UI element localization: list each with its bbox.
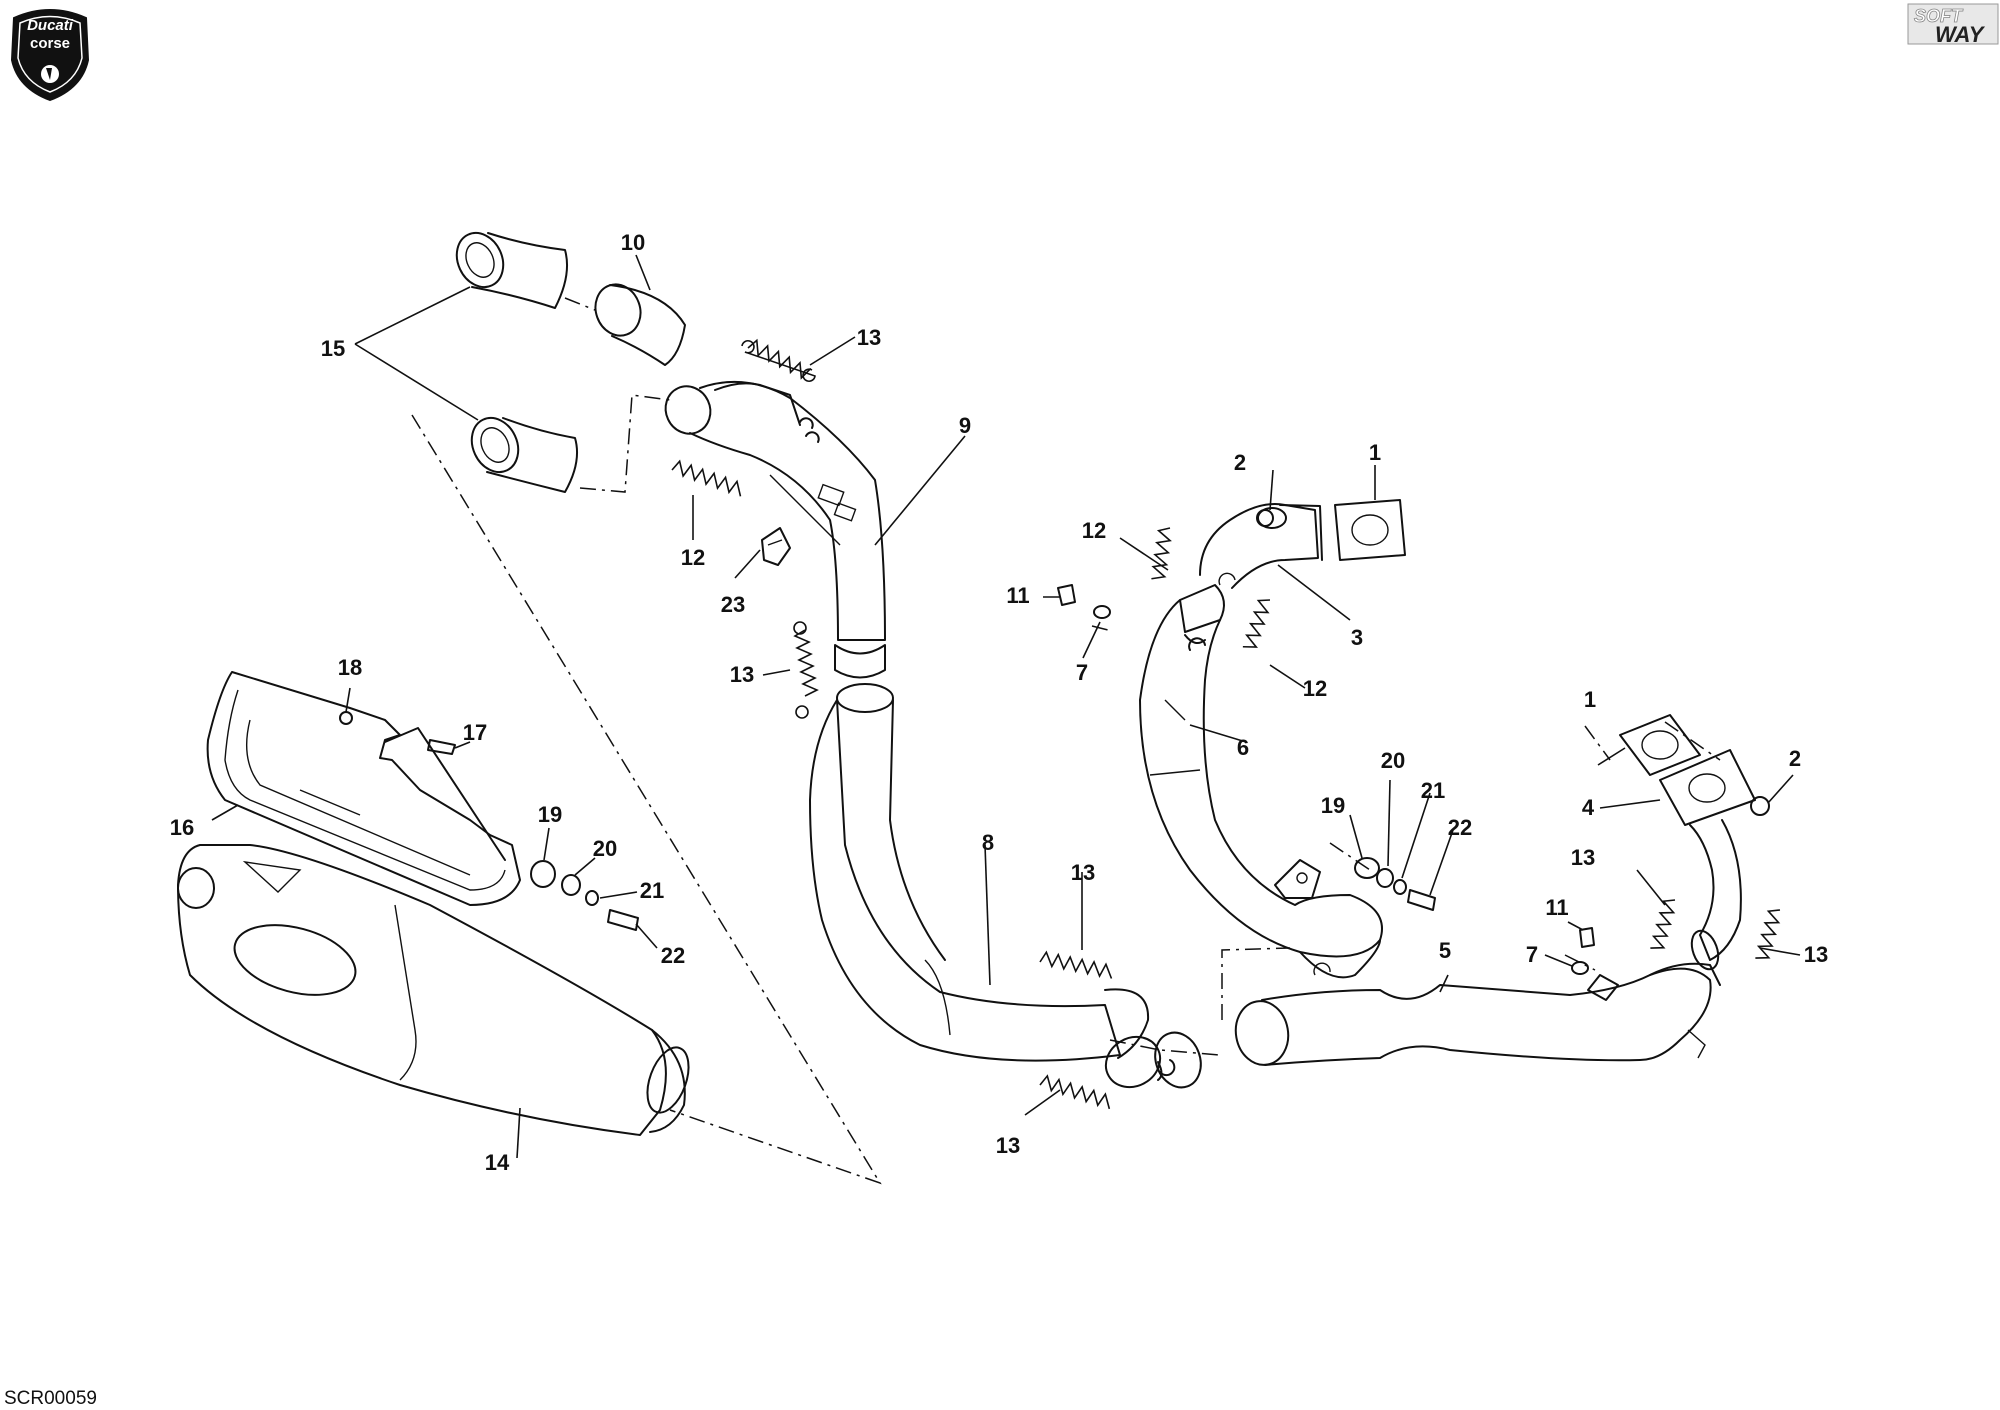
washer-21-right xyxy=(1393,879,1407,895)
callout-13-upper-left: 13 xyxy=(730,662,754,687)
callout-2-right: 2 xyxy=(1789,746,1801,771)
bolt-22-right xyxy=(1407,889,1436,911)
header-pipe-9 xyxy=(664,380,886,679)
washer-21-left xyxy=(585,890,599,906)
clamp-23 xyxy=(761,527,791,566)
end-cap-upper xyxy=(455,231,568,309)
washer-20-left xyxy=(561,874,581,896)
callout-10: 10 xyxy=(621,230,645,255)
end-cap-lower xyxy=(470,416,578,493)
callout-22-left: 22 xyxy=(661,943,685,968)
heat-shield-16 xyxy=(206,671,521,906)
callout-7-left: 7 xyxy=(1076,660,1088,685)
callout-18: 18 xyxy=(338,655,362,680)
softway-line-1: SOFT xyxy=(1914,6,1964,26)
bolt-17 xyxy=(427,739,456,755)
nut-18 xyxy=(339,711,353,725)
lower-pipe-8 xyxy=(809,683,1202,1089)
logo-line-2: corse xyxy=(30,35,70,52)
callout-20-left: 20 xyxy=(593,836,617,861)
header-pipe-6 xyxy=(1139,584,1383,979)
silencer-14 xyxy=(177,844,690,1136)
callout-8: 8 xyxy=(982,830,994,855)
callout-1-lower: 1 xyxy=(1584,687,1596,712)
washer-7-right xyxy=(1571,961,1589,975)
callout-13-top: 13 xyxy=(857,325,881,350)
callout-5: 5 xyxy=(1439,938,1451,963)
callout-20-right: 20 xyxy=(1381,748,1405,773)
callout-23: 23 xyxy=(721,592,745,617)
spacer-19-left xyxy=(530,860,556,888)
hardware-small xyxy=(339,509,1770,975)
bolt-11-left xyxy=(1057,584,1076,606)
callout-13-right-upper: 13 xyxy=(1571,845,1595,870)
softway-line-2: WAY xyxy=(1935,22,1986,47)
callout-13-center: 13 xyxy=(1071,860,1095,885)
nut-2-right xyxy=(1750,796,1770,816)
callout-6: 6 xyxy=(1237,735,1249,760)
washer-7-left xyxy=(1093,605,1111,619)
drawing-code: SCR00059 xyxy=(4,1388,97,1409)
callout-labels: 1 1 2 2 3 4 5 6 7 7 8 9 10 11 11 12 12 1… xyxy=(170,230,1828,1175)
callout-22-right: 22 xyxy=(1448,815,1472,840)
callout-11-right: 11 xyxy=(1545,895,1568,920)
callout-13-right-lower: 13 xyxy=(1804,942,1828,967)
callout-14: 14 xyxy=(485,1150,510,1175)
nut-2-left xyxy=(1256,509,1274,527)
callout-1-upper: 1 xyxy=(1369,440,1381,465)
bolt-22-left xyxy=(607,909,639,931)
callout-21-left: 21 xyxy=(640,878,664,903)
callout-12-right: 12 xyxy=(1303,676,1327,701)
springs xyxy=(671,338,1781,1110)
bolt-11-right xyxy=(1579,927,1595,948)
spacer-19-right xyxy=(1354,857,1380,879)
callout-3: 3 xyxy=(1351,625,1363,650)
elbow-pipe-10 xyxy=(594,283,686,366)
callout-19-left: 19 xyxy=(538,802,562,827)
bend-pipe-3 xyxy=(1199,503,1323,589)
callout-2-left: 2 xyxy=(1234,450,1246,475)
flange-4 xyxy=(1659,749,1756,971)
logo-line-1: Ducati xyxy=(27,17,74,34)
callout-17: 17 xyxy=(463,720,487,745)
callout-4: 4 xyxy=(1582,795,1595,820)
callout-7-right: 7 xyxy=(1526,942,1538,967)
softway-logo: SOFT WAY xyxy=(1907,3,1999,47)
assembly-lines xyxy=(411,297,1721,1185)
callout-12-left: 12 xyxy=(681,545,705,570)
callout-11-left: 11 xyxy=(1006,583,1029,608)
washer-20-right xyxy=(1376,868,1394,888)
collector-pipe-5 xyxy=(1234,962,1721,1066)
gasket-1-lower xyxy=(1619,714,1701,776)
callout-19-right: 19 xyxy=(1321,793,1345,818)
callout-15: 15 xyxy=(321,336,345,361)
callout-9: 9 xyxy=(959,413,971,438)
leader-lines xyxy=(211,254,1801,1159)
callout-13-bottom: 13 xyxy=(996,1133,1020,1158)
callout-16: 16 xyxy=(170,815,194,840)
ducati-corse-logo: Ducati corse xyxy=(10,9,90,102)
callout-12-middle: 12 xyxy=(1082,518,1106,543)
gasket-1-upper xyxy=(1334,499,1406,561)
callout-21-right: 21 xyxy=(1421,778,1445,803)
